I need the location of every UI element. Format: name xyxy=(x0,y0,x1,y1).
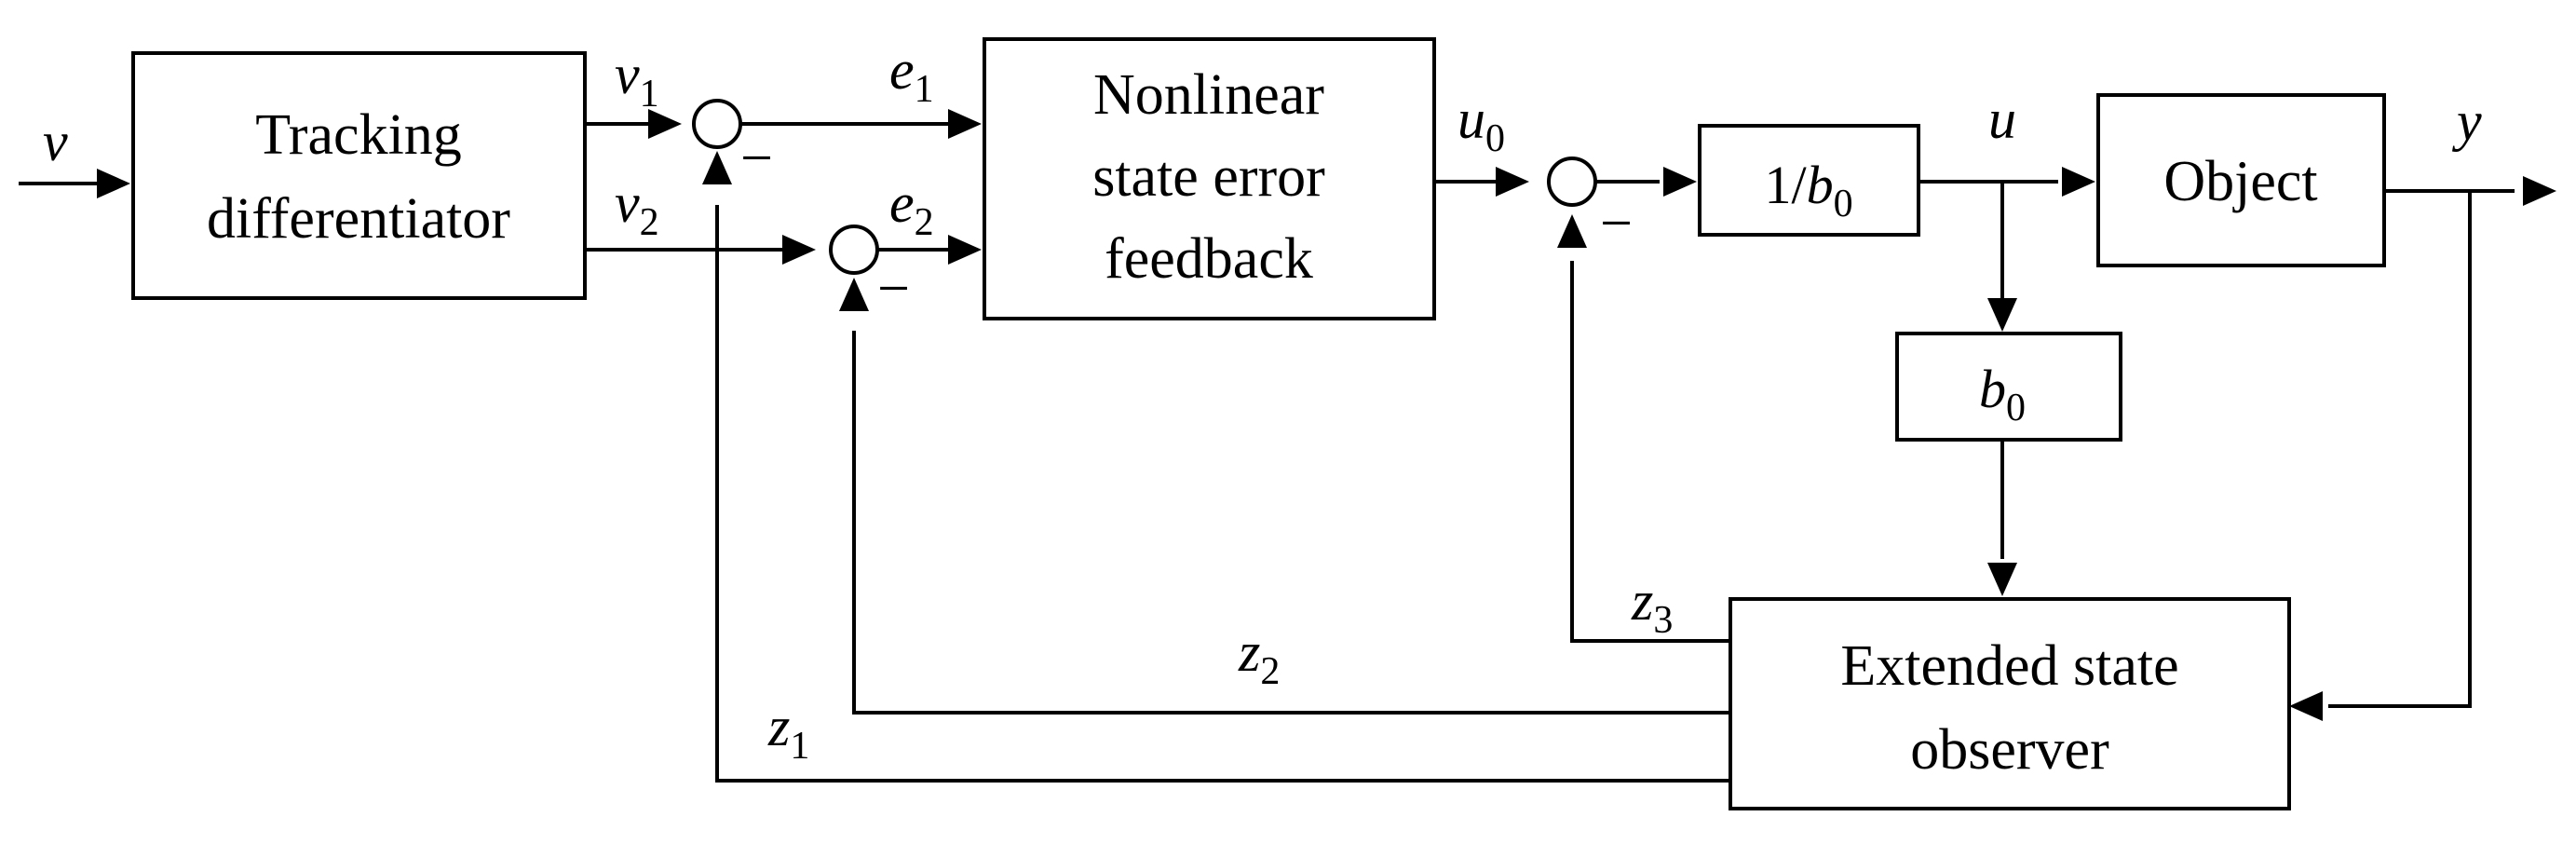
signal-v2: v2 xyxy=(615,172,659,244)
arrowhead-gain xyxy=(1663,167,1697,197)
block-object: Object xyxy=(2096,93,2386,267)
signal-u0: u0 xyxy=(1457,88,1505,160)
block-gain-inverse-b0: 1/b0 xyxy=(1698,124,1920,237)
signal-e2: e2 xyxy=(889,172,934,244)
arrowhead-e1 xyxy=(948,109,982,139)
z3-feedback-line xyxy=(1570,261,1730,643)
signal-v1: v1 xyxy=(615,44,659,116)
eso-label-line1: Extended state xyxy=(1840,634,2178,698)
signal-e1: e1 xyxy=(889,39,934,111)
signal-u: u xyxy=(1988,88,2016,150)
arrowhead-object xyxy=(2062,167,2095,197)
z1-feedback-line xyxy=(715,205,1730,783)
minus-sign-sum3: − xyxy=(1600,192,1633,255)
arrowhead-input xyxy=(97,169,130,198)
signal-z2: z2 xyxy=(1238,621,1280,693)
sum-junction-3 xyxy=(1547,157,1597,207)
signal-z1: z1 xyxy=(767,696,809,768)
arrowhead-z3 xyxy=(1557,214,1587,248)
nsef-label-line2: state error xyxy=(1092,145,1325,209)
z2-feedback-line xyxy=(852,331,1730,715)
eso-label-line2: observer xyxy=(1910,718,2109,782)
block-nonlinear-state-error-feedback: Nonlinear state error feedback xyxy=(983,37,1436,320)
block-extended-state-observer: Extended state observer xyxy=(1729,597,2291,810)
arrowhead-sum1 xyxy=(648,109,682,139)
arrowhead-e2 xyxy=(948,235,982,265)
block-b0: b0 xyxy=(1895,332,2122,442)
minus-sign-sum2: − xyxy=(877,257,910,320)
arrowhead-eso-y xyxy=(2289,691,2323,721)
signal-z3: z3 xyxy=(1631,570,1673,642)
gain-label: 1/b0 xyxy=(1764,155,1852,225)
arrowhead-sum3 xyxy=(1496,167,1529,197)
nsef-label-line3: feedback xyxy=(1105,227,1313,291)
y-feedback-line xyxy=(2328,191,2472,708)
signal-y: y xyxy=(2451,90,2482,152)
sum-junction-1 xyxy=(692,99,742,149)
td-label-line1: Tracking xyxy=(255,103,462,167)
b0-label: b0 xyxy=(1979,359,2026,429)
block-tracking-differentiator: Tracking differentiator xyxy=(131,51,587,300)
arrowheads xyxy=(97,109,2556,721)
signal-v: v xyxy=(43,111,68,172)
minus-sign-sum1: − xyxy=(740,127,773,190)
arrowhead-output xyxy=(2523,176,2556,206)
arrowhead-eso-top xyxy=(1987,563,2017,596)
arrowhead-b0 xyxy=(1987,298,2017,332)
connections xyxy=(19,122,2515,783)
nsef-label-line1: Nonlinear xyxy=(1093,63,1324,127)
td-label-line2: differentiator xyxy=(207,187,510,251)
arrowhead-z2 xyxy=(839,278,869,311)
arrowhead-sum2 xyxy=(782,235,816,265)
sum-junction-2 xyxy=(829,225,879,275)
object-label: Object xyxy=(2163,150,2317,213)
arrowhead-z1 xyxy=(702,151,732,184)
